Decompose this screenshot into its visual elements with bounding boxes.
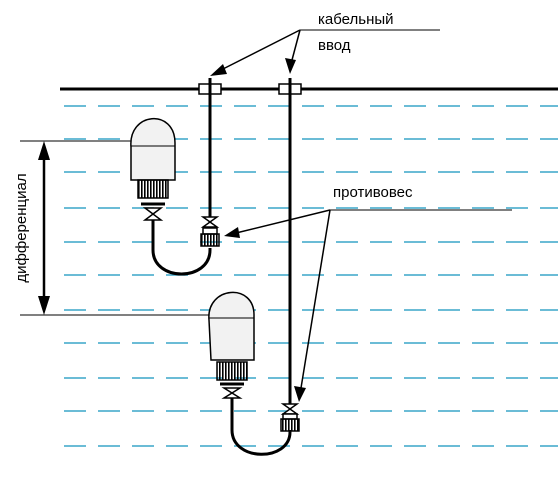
cable-entry-pointer-left (220, 29, 301, 71)
cable-entry-label-line2: ввод (318, 37, 351, 54)
counterweight-pointer-upper (235, 209, 331, 234)
counterweight-pointer-lower (300, 209, 331, 389)
cable-entry-label-line1: кабельный (318, 11, 394, 28)
differential-arrow (38, 141, 50, 315)
cable-entry-arrowhead-left (210, 64, 227, 76)
float-switch-upper (130, 117, 212, 276)
cable-entry-arrowhead-right (285, 58, 296, 74)
counterweight-arrowhead-lower (294, 386, 306, 402)
cable-entry-pointer-right (291, 29, 301, 61)
counterweight-upper (200, 216, 220, 247)
counterweight-lower (280, 403, 300, 432)
differential-label: дифференциал (13, 173, 30, 282)
float-switch-lower (208, 291, 292, 456)
counterweight-arrowhead-upper (224, 227, 240, 238)
counterweight-label: противовес (333, 184, 413, 201)
